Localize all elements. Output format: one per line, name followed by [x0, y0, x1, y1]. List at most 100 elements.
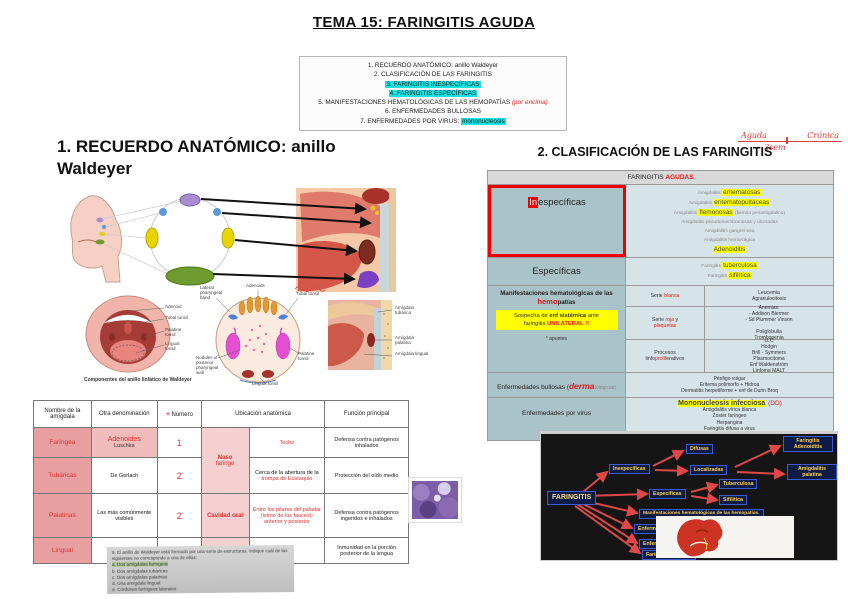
- unilateral-warning: Sospecha de enf sistémica ante faringiti…: [495, 310, 618, 331]
- tonsil-header-row: Nombre de la amígdala Otra denominación …: [33, 400, 409, 428]
- node-adenoiditis: Faringitis Adenoiditis: [783, 436, 833, 453]
- annotation-cronica: Crónica: [807, 131, 839, 140]
- tonsil-number: 2: [156, 493, 202, 538]
- node-inespecificas: Inespecíficas: [609, 464, 650, 475]
- tonsil-function: Defensa contra patógenos ingeridos e inh…: [324, 493, 409, 538]
- tonsil-other: Adenoides Luschka: [90, 427, 158, 458]
- row-bullosas: Enfermedades bullosas (dermatológicas) P…: [488, 373, 833, 398]
- row-hemopatias: Manifestaciones hematológicas de las hem…: [488, 286, 833, 374]
- ring-schematic-art: [215, 290, 301, 385]
- snippet-label-tubarica: Amígdala tubárica: [395, 305, 415, 315]
- index-item: 7. ENFERMEDADES POR VIRUS: mononucleosis: [360, 117, 506, 125]
- tonsil-table: Nombre de la amígdala Otra denominación …: [33, 400, 409, 564]
- table-row: Palatinas Las más comúnmente visibles 2 …: [33, 493, 409, 538]
- classification-item: Amigdalitis hemorrágica: [703, 238, 756, 243]
- waldeyer-ring-figure: [60, 186, 400, 294]
- tonsil-name: Tubáricas: [33, 457, 92, 494]
- mouth-label-palatine: Palatine tonsil: [165, 327, 182, 337]
- tonsil-detail: Cerca de la abertura de la trompa de Eus…: [248, 457, 326, 494]
- annotation-tick: [786, 137, 788, 144]
- footnote: * apuntes: [545, 336, 568, 343]
- tonsil-number: 1: [156, 427, 202, 458]
- index-item: 5. MANIFESTACIONES HEMATOLÓGICAS DE LAS …: [318, 99, 548, 107]
- mouth-label-lingual: Lingual tonsil: [165, 341, 180, 351]
- col-name: Nombre de la amígdala: [33, 400, 92, 428]
- node-localizadas: Localizadas: [690, 465, 728, 476]
- histology-image: [408, 477, 462, 523]
- tonsil-other: De Gerlach: [90, 457, 158, 494]
- exam-option: e. Cordones faríngeos laterales: [112, 586, 177, 593]
- table-row: Faríngea Adenoides Luschka 1 Naso faring…: [33, 427, 409, 494]
- waldeyer-ring-art: [70, 188, 396, 292]
- tonsil-function: Protección del oído medio: [324, 457, 409, 494]
- index-item: 6. ENFERMEDADES BULLOSAS: [385, 108, 481, 116]
- tonsil-region: Naso faringe: [200, 427, 250, 494]
- table-row: Tubáricas De Gerlach 2 Cerca de la abert…: [33, 457, 409, 494]
- col-number: ✳Número: [156, 400, 202, 428]
- ring-label-lateral-band: Lateral pharyngeal band: [200, 285, 223, 300]
- hemopatias-subtable: Serie blanca Leucemia Agranulocitosis Se…: [626, 286, 833, 374]
- tonsil-detail: Entre los pilares del paladar (istmo de …: [248, 493, 326, 538]
- ring-label-adenoids: Adenoids: [246, 283, 265, 288]
- classification-item: Amigdalitis flemonosas (flemón periamigd…: [673, 209, 786, 216]
- classification-item: Amigdalitis eritematosas: [697, 189, 762, 196]
- figure-caption: Componentes del anillo linfático de Wald…: [84, 377, 192, 383]
- classification-item: Faringitis sifilítica: [707, 272, 752, 279]
- snippet-label-palatina: Amígdala palatina: [395, 335, 415, 345]
- tonsil-other: Las más comúnmente visibles: [90, 493, 158, 538]
- node-faringitis: FARINGITIS: [547, 491, 597, 506]
- inespecificas-cell: Inespecíficas: [488, 185, 626, 257]
- especificas-list: Faringitis tuberculosa Faringitis sifilí…: [626, 258, 833, 285]
- tonsil-detail: Techo: [248, 427, 326, 458]
- row-especificas: Específicas Faringitis tuberculosa Farin…: [488, 258, 833, 286]
- classification-item: Adenoiditis: [712, 246, 747, 253]
- section1-heading: 1. RECUERDO ANATÓMICO: anillo Waldeyer: [57, 137, 336, 179]
- ring-label-tubal: Tubal tonsil: [296, 291, 319, 296]
- index-item: 1. RECUERDO ANATÓMICO: anillo Waldeyer: [367, 62, 499, 69]
- row-inespecificas: Inespecíficas Amigdalitis eritematosas A…: [488, 185, 833, 258]
- concept-map-arrows: [574, 444, 786, 555]
- ring-schematic-figure: Adenoids Lateral pharyngeal band Tubal t…: [196, 283, 324, 388]
- handwritten-annotation: Aguda Crónica 3sem: [738, 131, 842, 152]
- index-item: 3. FARINGITIS INESPECÍFICAS: [385, 80, 481, 88]
- node-amigdalitis-palatina: Amigdalitis palatina: [787, 464, 837, 481]
- head-anatomy-inset: [656, 516, 794, 558]
- subrow-linfoproliferativos: Procesos linfoproliferativos LLC Hodgin …: [626, 338, 833, 374]
- mouth-label-tubal: Tubal tonsil: [165, 315, 188, 320]
- annotation-3sem: 3sem: [764, 143, 786, 152]
- sagittal-snippet-art: [328, 300, 392, 370]
- especificas-cell: Específicas: [488, 258, 626, 285]
- mouth-figure: Adenoid Tubal tonsil Palatine tonsil Lin…: [84, 294, 192, 374]
- tonsil-tissue-micrograph: [412, 481, 458, 519]
- exam-question-photo: 9. El anillo de Waldeyer está formado po…: [106, 545, 295, 594]
- page-title: TEMA 15: FARINGITIS AGUDA: [312, 14, 536, 31]
- mouth-label-adenoid: Adenoid: [165, 304, 182, 309]
- tonsil-name: Lingual: [33, 537, 92, 564]
- col-other: Otra denominación: [90, 400, 158, 428]
- classification-item: Faringitis tuberculosa: [701, 262, 758, 269]
- snippet-label-lingual: Amígdala lingual: [395, 351, 429, 356]
- classification-header: FARINGITIS AGUDAS: [488, 171, 833, 185]
- hemopatias-cell: Manifestaciones hematológicas de las hem…: [488, 286, 626, 372]
- ring-label-lingual: Lingual tonsil: [252, 381, 279, 386]
- mouth-art: [85, 295, 171, 373]
- classification-item: Amigdalitis pseudomembranosas y ulcerada…: [681, 220, 778, 225]
- bullosas-list: Pénfigo vulgar Eritema polimorfo + Hidro…: [626, 373, 833, 397]
- tonsil-function: Inmunidad en la porción posterior de la …: [324, 537, 409, 564]
- ring-label-nodules: Nodules of posterior pharyngeal wall: [196, 355, 219, 375]
- concept-map-slide: FARINGITIS Inespecíficas Difusas Localiz…: [540, 431, 838, 561]
- node-especificas: Específicas: [649, 489, 686, 500]
- annotation-aguda: Aguda: [741, 131, 767, 140]
- tonsil-region: Cavidad oral: [200, 493, 250, 538]
- index-box: 1. RECUERDO ANATÓMICO: anillo Waldeyer 2…: [299, 56, 567, 131]
- classification-item: Amigdalitis gangrenosa: [704, 229, 755, 234]
- index-item: 2. CLASIFICACIÓN DE LAS FARINGITIS: [374, 71, 492, 79]
- section2-heading: 2. CLASIFICACIÓN DE LAS FARINGITIS: [537, 145, 773, 159]
- tonsil-name: Palatinas: [33, 493, 92, 538]
- red-head-art: [677, 519, 723, 557]
- ring-label-palatine: Palatine tonsil: [298, 351, 315, 361]
- tonsil-number: 2: [156, 457, 202, 494]
- subrow-serie-roja: Serie roja y plaquetas Anemias: - Addiso…: [626, 305, 833, 341]
- classification-item: Amigdalitis eritematopultáceas: [688, 199, 771, 206]
